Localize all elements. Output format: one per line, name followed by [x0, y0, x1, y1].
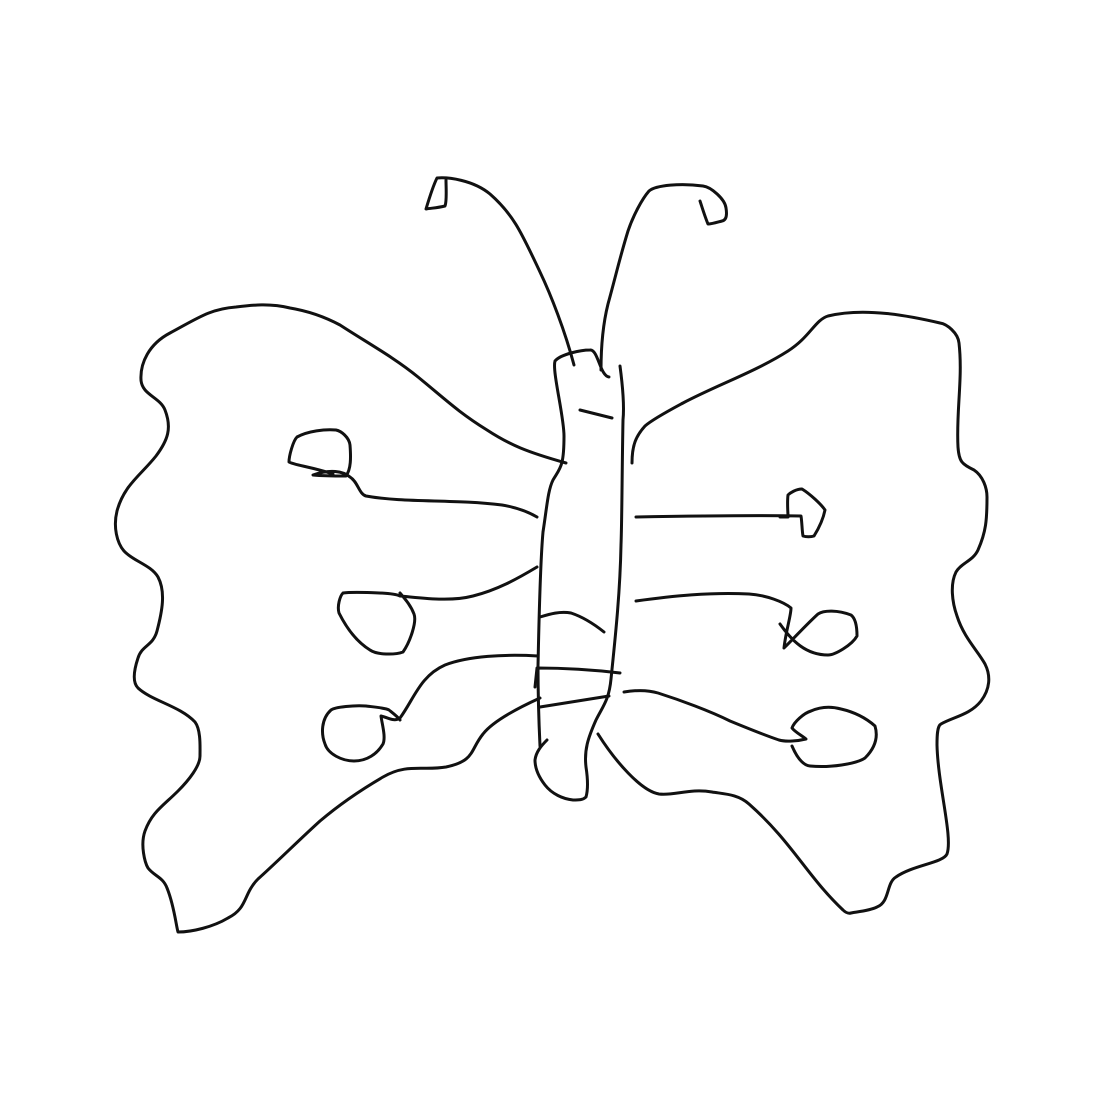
body-segment-1 [538, 610, 606, 634]
body-head-mark [578, 408, 614, 420]
left-vein-1 [287, 428, 539, 519]
left-wing-outline [113, 303, 568, 934]
left-vein-3 [321, 653, 540, 763]
right-wing-outline [596, 310, 991, 915]
right-antenna [599, 183, 728, 372]
body-segment-2 [533, 666, 622, 689]
right-vein-1 [634, 487, 827, 539]
body-outline [536, 348, 611, 748]
left-vein-2 [336, 565, 539, 656]
body-right-edge [533, 364, 626, 802]
body-segment-3 [538, 694, 611, 709]
right-vein-3 [622, 689, 878, 768]
right-vein-2 [634, 591, 859, 657]
left-antenna [424, 176, 576, 367]
